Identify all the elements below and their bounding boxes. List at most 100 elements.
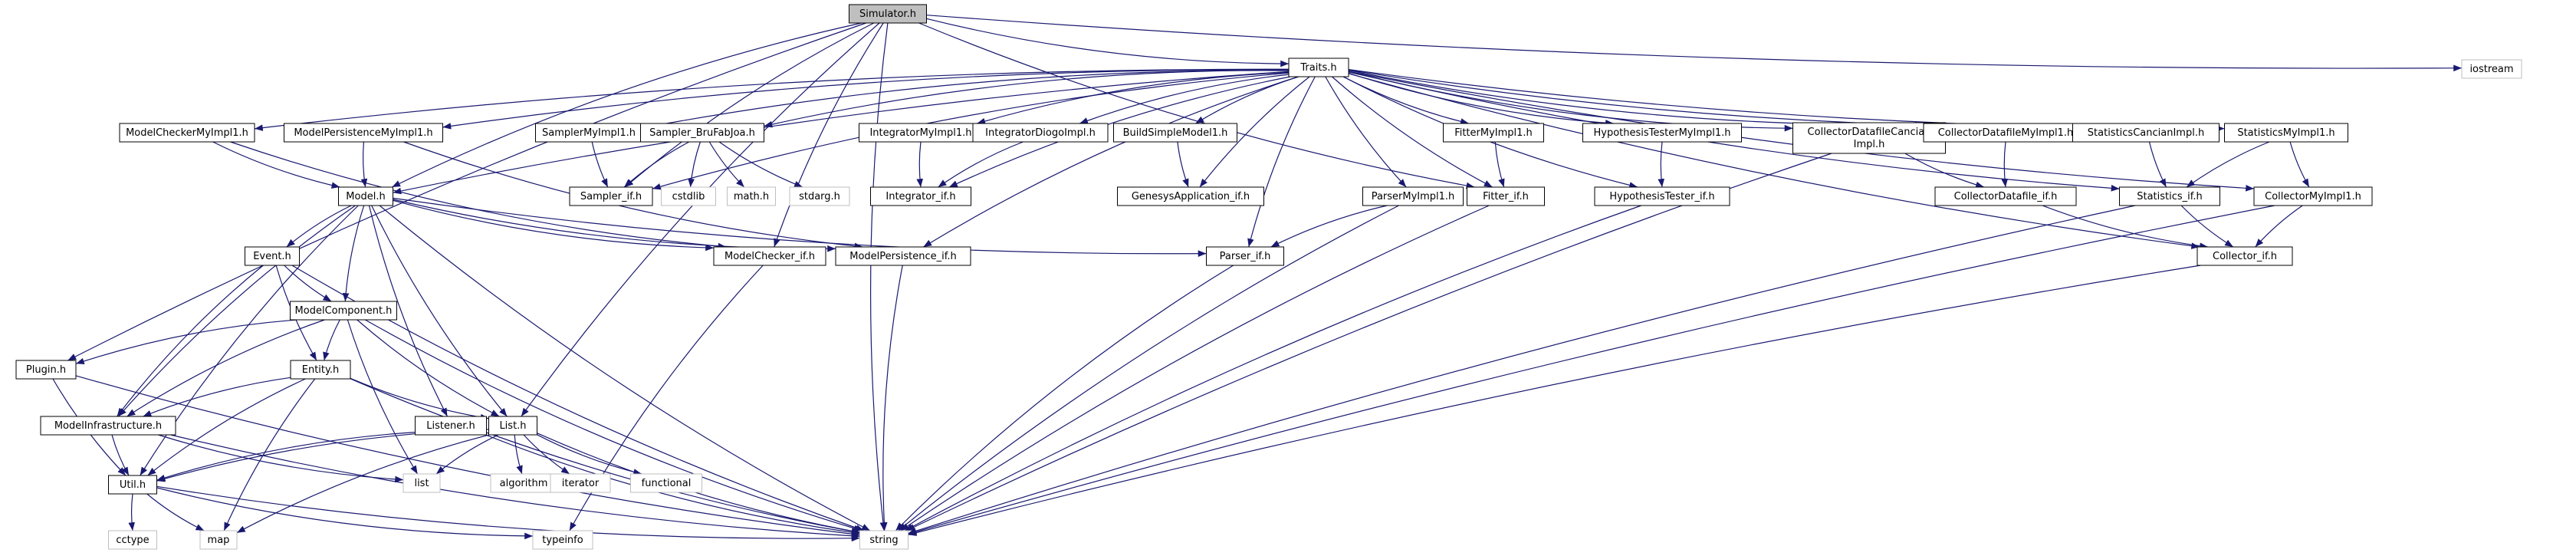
node-fittermyimpl1-h[interactable]: FitterMyImpl1.h: [1443, 123, 1544, 143]
node-math-h[interactable]: math.h: [727, 186, 776, 206]
node-simulator-h[interactable]: Simulator.h: [849, 4, 927, 24]
node-functional[interactable]: functional: [630, 473, 702, 493]
node-collectormyimpl1-h[interactable]: CollectorMyImpl1.h: [2253, 186, 2373, 206]
node-label: List.h: [499, 420, 526, 432]
node-genesysapplication-if-h[interactable]: GenesysApplication_if.h: [1117, 186, 1264, 206]
edge-simulator-to-traits: [926, 18, 1290, 67]
node-event-h[interactable]: Event.h: [245, 246, 300, 266]
node-collector-if-h[interactable]: Collector_if.h: [2196, 246, 2293, 266]
node-map[interactable]: map: [199, 530, 238, 550]
node-box: [713, 246, 826, 266]
node-cstdlib[interactable]: cstdlib: [661, 186, 716, 206]
node-string[interactable]: string: [859, 530, 909, 550]
node-box: [661, 186, 716, 206]
node-label: IntegratorMyImpl1.h: [869, 127, 971, 139]
node-list[interactable]: list: [402, 473, 441, 493]
node-box: [15, 360, 77, 380]
node-modelpersistencemyimpl1-h[interactable]: ModelPersistenceMyImpl1.h: [284, 123, 443, 143]
edge-traits-to-fitterif: [1332, 76, 1493, 188]
node-box: [870, 186, 971, 206]
node-traits-h[interactable]: Traits.h: [1288, 58, 1349, 77]
node-modelcheckermyimpl1-h[interactable]: ModelCheckerMyImpl1.h: [119, 123, 255, 143]
node-iterator[interactable]: iterator: [550, 473, 611, 493]
node-box: [859, 530, 909, 550]
node-box: [2253, 186, 2373, 206]
edge-stmi-to-statsif: [2186, 141, 2270, 188]
node-statisticscancianimpl-h[interactable]: StatisticsCancianImpl.h: [2072, 123, 2220, 143]
node-stdarg-h[interactable]: stdarg.h: [789, 186, 850, 206]
node-model-h[interactable]: Model.h: [338, 186, 393, 206]
node-label: ModelComponent.h: [295, 305, 393, 317]
edge-listh-to-functional: [537, 434, 642, 475]
edge-parserif-to-string: [895, 265, 1234, 531]
node-sampler-brufabjoa-h[interactable]: Sampler_BruFabJoa.h: [640, 123, 764, 143]
edge-simulator-to-samplerif: [624, 22, 875, 188]
node-parser-if-h[interactable]: Parser_if.h: [1206, 246, 1284, 266]
edge-mcomp-to-listh: [356, 319, 500, 417]
node-label: ModelInfrastructure.h: [54, 420, 162, 432]
node-label: ParserMyImpl1.h: [1372, 191, 1455, 202]
node-plugin-h[interactable]: Plugin.h: [15, 360, 77, 380]
edge-traits-to-cdmi: [1348, 70, 1924, 129]
edge-sbf-to-samplerif: [623, 141, 690, 188]
edge-simulator-to-iostream: [926, 15, 2463, 72]
node-modelcomponent-h[interactable]: ModelComponent.h: [290, 301, 397, 321]
node-samplermyimpl1-h[interactable]: SamplerMyImpl1.h: [535, 123, 642, 143]
node-box: [532, 530, 593, 550]
edge-model-to-mcomp: [342, 205, 365, 302]
node-statisticsmyimpl1-h[interactable]: StatisticsMyImpl1.h: [2224, 123, 2348, 143]
node-listener-h[interactable]: Listener.h: [415, 416, 487, 436]
edge-mpmi-to-model: [360, 141, 368, 188]
node-label: Collector_if.h: [2213, 251, 2277, 262]
node-label: Util.h: [120, 479, 146, 491]
node-label: StatisticsMyImpl1.h: [2237, 127, 2334, 139]
edge-util-to-cctype: [128, 493, 135, 531]
node-label: ModelChecker_if.h: [724, 251, 815, 262]
edge-mpmi-to-mpif: [403, 141, 863, 250]
node-cctype[interactable]: cctype: [108, 530, 157, 550]
node-buildsimplemodel1-h[interactable]: BuildSimpleModel1.h: [1113, 123, 1237, 143]
node-hypothesistestermyimpl1-h[interactable]: HypothesisTesterMyImpl1.h: [1582, 123, 1742, 143]
node-box: [849, 4, 927, 24]
node-label: FitterMyImpl1.h: [1454, 127, 1533, 139]
edge-minfra-to-string: [170, 434, 860, 540]
node-algorithm[interactable]: algorithm: [490, 473, 557, 493]
edge-cdc-to-cdfif: [1904, 153, 1985, 189]
node-modelinfrastructure-h[interactable]: ModelInfrastructure.h: [40, 416, 176, 436]
edge-mcomp-to-string: [365, 319, 863, 532]
node-box: [1288, 58, 1349, 77]
node-typeinfo[interactable]: typeinfo: [532, 530, 593, 550]
edge-model-to-string: [379, 205, 871, 531]
node-modelchecker-if-h[interactable]: ModelChecker_if.h: [713, 246, 826, 266]
node-label: Traits.h: [1300, 62, 1336, 74]
edge-model-to-minfra: [118, 205, 356, 417]
node-iostream[interactable]: iostream: [2461, 59, 2522, 79]
edge-model-to-event: [286, 205, 352, 248]
node-box: [1934, 186, 2077, 206]
node-collectordatafile-if-h[interactable]: CollectorDatafile_if.h: [1934, 186, 2077, 206]
node-list-h[interactable]: List.h: [488, 416, 537, 436]
node-box: [108, 530, 157, 550]
node-entity-h[interactable]: Entity.h: [290, 360, 351, 380]
node-sampler-if-h[interactable]: Sampler_if.h: [569, 186, 653, 206]
node-collectordatafilemyimpl1-h[interactable]: CollectorDatafileMyImpl1.h: [1923, 123, 2088, 143]
node-integratordiogoimpl-h[interactable]: IntegratorDiogoImpl.h: [972, 123, 1109, 143]
node-modelpersistence-if-h[interactable]: ModelPersistence_if.h: [835, 246, 971, 266]
edge-mcomp-to-minfra: [127, 319, 325, 417]
edge-traits-to-mpmi: [442, 69, 1290, 130]
node-fitter-if-h[interactable]: Fitter_if.h: [1467, 186, 1545, 206]
node-integrator-if-h[interactable]: Integrator_if.h: [870, 186, 971, 206]
node-box: [2196, 246, 2293, 266]
edge-sbf-to-math: [708, 141, 745, 188]
node-util-h[interactable]: Util.h: [108, 475, 157, 495]
node-hypothesistester-if-h[interactable]: HypothesisTester_if.h: [1594, 186, 1730, 206]
node-label: Entity.h: [302, 364, 339, 376]
edge-simulator-to-mcif: [774, 22, 884, 248]
edge-traits-to-samplerif: [652, 72, 1290, 190]
node-label: cctype: [116, 535, 149, 546]
node-integratormyimpl1-h[interactable]: IntegratorMyImpl1.h: [859, 123, 983, 143]
node-box: [1594, 186, 1730, 206]
node-statistics-if-h[interactable]: Statistics_if.h: [2119, 186, 2220, 206]
node-parsermyimpl1-h[interactable]: ParserMyImpl1.h: [1362, 186, 1464, 206]
